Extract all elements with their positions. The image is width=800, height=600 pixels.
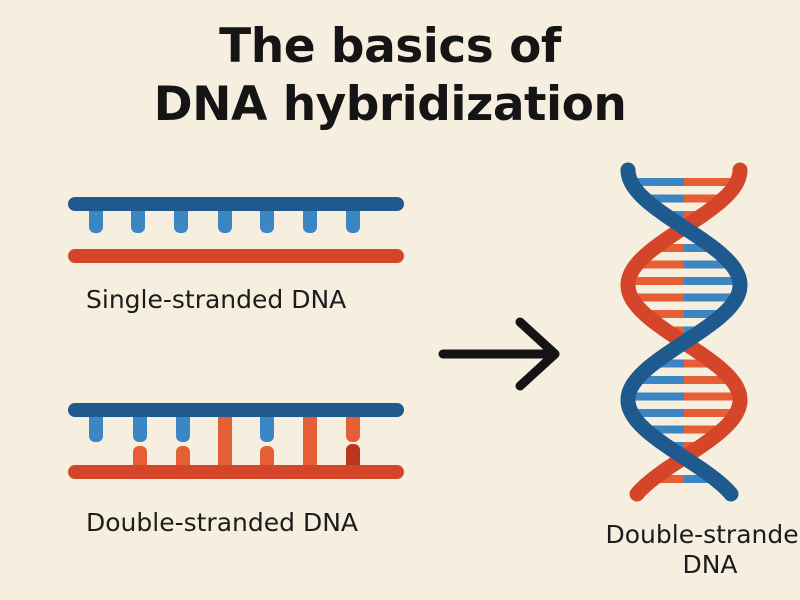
title-line-1: The basics of: [219, 19, 561, 74]
helix-rung-half: [684, 376, 732, 384]
helix-rung-half: [628, 392, 684, 401]
ds-base-red: [218, 412, 232, 472]
helix-rung-half: [684, 475, 715, 483]
ds-base-blue: [89, 412, 103, 442]
helix-label: Double-stranded DNA: [560, 520, 800, 580]
single-stranded-dna-label: Single-stranded DNA: [86, 285, 347, 314]
helix-rung-half: [631, 178, 684, 186]
helix-rung-half: [684, 277, 740, 285]
ds-base-orange: [346, 412, 360, 442]
ds-lower-bases: [133, 412, 360, 472]
double-strand-backbone-red: [68, 465, 404, 479]
helix-label-line-1: Double-stranded: [605, 520, 800, 549]
single-strand-backbone-blue: [68, 197, 404, 211]
helix-rung-half: [628, 277, 684, 285]
ds-base-red: [303, 412, 317, 472]
helix-label-line-2: DNA: [682, 550, 738, 579]
double-strand-backbone-blue: [68, 403, 404, 417]
helix-strand-blue: [620, 162, 748, 502]
helix-rung-half: [653, 475, 684, 483]
title-line-2: DNA hybridization: [153, 77, 627, 132]
helix-rung-half: [684, 392, 740, 401]
helix-rung-half: [631, 293, 684, 302]
page-title: The basics of DNA hybridization: [0, 18, 780, 134]
dna-double-helix: [620, 162, 748, 502]
helix-rung-half: [684, 194, 724, 203]
helix-rung-half: [653, 359, 684, 368]
helix-rung-half: [684, 409, 737, 417]
right-arrow-icon: [438, 317, 560, 391]
helix-rung-half: [684, 310, 724, 318]
helix-rung-half: [684, 293, 737, 302]
helix-rung-half: [654, 244, 684, 252]
single-strand-backbone-red: [68, 249, 404, 263]
ds-base-blue: [260, 412, 274, 442]
ds-base-blue: [133, 412, 147, 442]
helix-rung-half: [684, 425, 723, 434]
helix-rung-half: [684, 178, 737, 186]
helix-rung-half: [645, 425, 684, 434]
helix-rung-half: [636, 376, 684, 384]
helix-rung-half: [644, 194, 684, 203]
helix-rung-half: [684, 244, 714, 252]
double-stranded-dna-illustration: [68, 403, 404, 479]
helix-rung-half: [631, 409, 684, 417]
single-stranded-dna-illustration: [68, 197, 404, 263]
helix-rung-half: [684, 359, 715, 368]
helix-rung-half: [644, 310, 684, 318]
helix-rung-half: [636, 260, 684, 269]
ds-base-blue: [176, 412, 190, 442]
ds-upper-bases: [89, 412, 360, 442]
double-stranded-dna-label: Double-stranded DNA: [86, 508, 358, 537]
helix-rung-half: [684, 260, 732, 269]
